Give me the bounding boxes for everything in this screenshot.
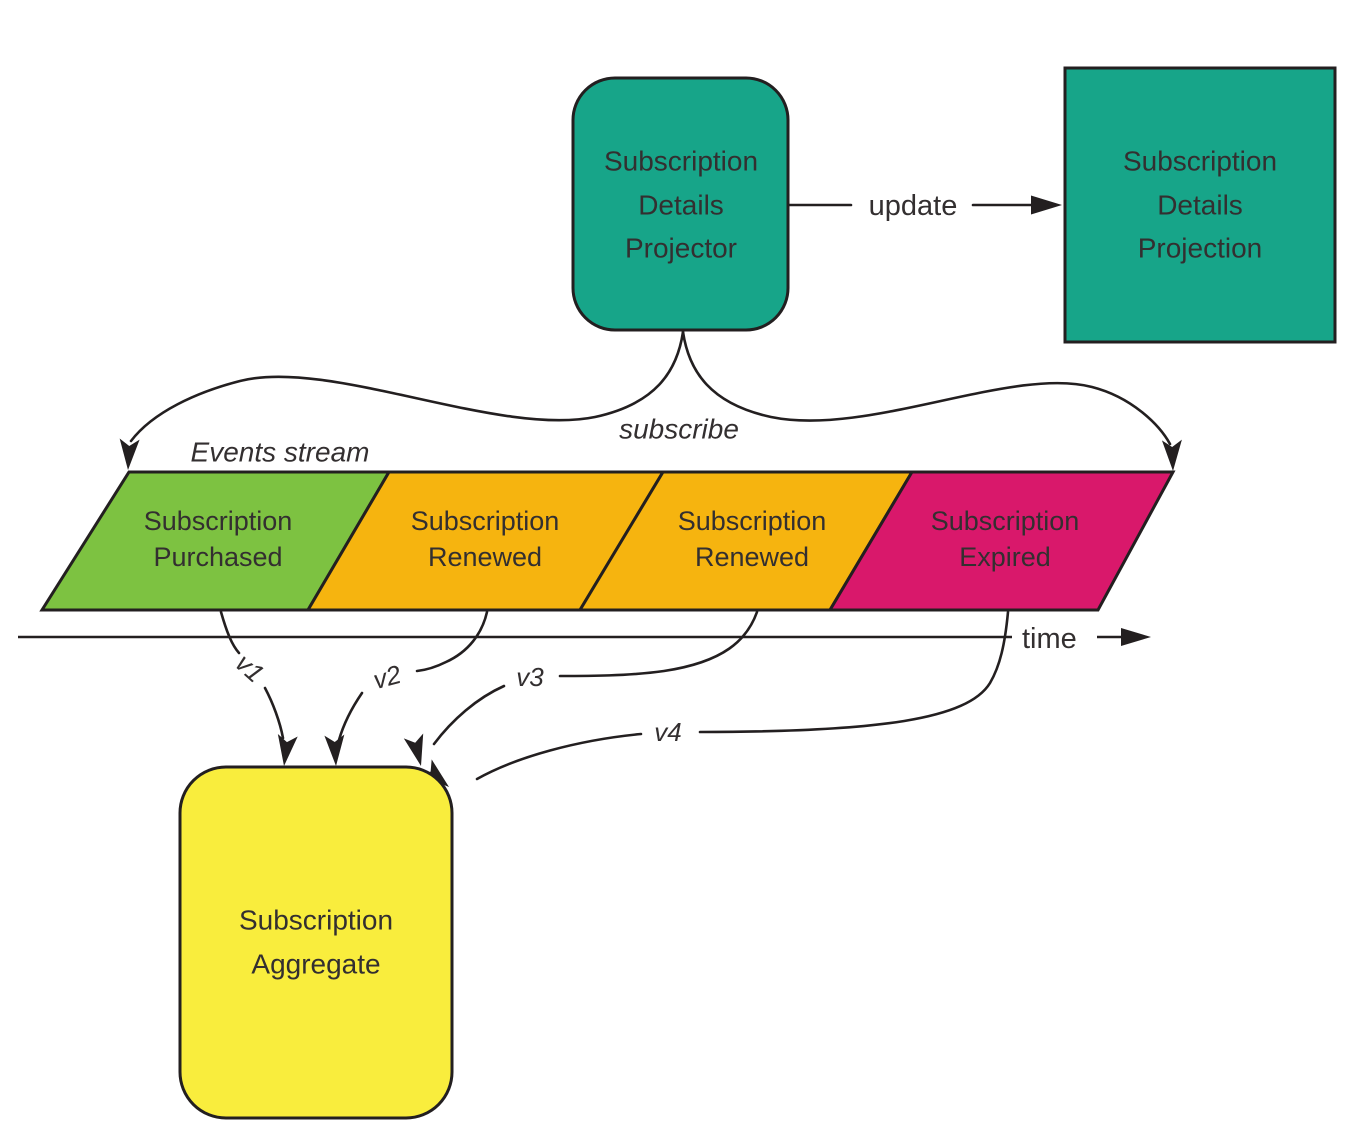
subscribe-arrow-right xyxy=(681,330,1172,446)
aggregate-box xyxy=(178,765,454,1120)
v3-arrow-segment-b xyxy=(432,684,506,746)
projector-label-line3: Projector xyxy=(625,233,737,264)
update-label: update xyxy=(869,190,958,222)
v2-arrow-segment-b xyxy=(337,691,364,742)
v2-arrow-segment-a xyxy=(415,610,489,673)
projector-node: Subscription Details Projector xyxy=(571,76,790,332)
event-renewed1-line2: Renewed xyxy=(428,542,542,572)
event-purchased-line2: Purchased xyxy=(153,542,282,572)
subscribe-label: subscribe xyxy=(619,414,739,445)
projection-box xyxy=(1063,66,1337,344)
aggregate-label-line1: Subscription xyxy=(239,905,393,936)
projection-label-line1: Subscription xyxy=(1123,146,1277,177)
aggregate-label-line2: Aggregate xyxy=(251,949,380,980)
v4-arrow-segment-a xyxy=(698,610,1010,734)
update-arrow: update xyxy=(787,190,1062,222)
v1-arrow-segment-a xyxy=(219,610,241,655)
event-expired-line2: Expired xyxy=(959,542,1051,572)
v2-label: v2 xyxy=(370,659,405,695)
time-arrowhead-icon xyxy=(1121,628,1151,646)
projector-box xyxy=(571,76,790,332)
v1-label: v1 xyxy=(230,648,270,689)
subscribe-left-arrowhead-icon xyxy=(119,438,140,470)
subscribe-right-arrowhead-icon xyxy=(1161,439,1182,471)
event-segment-expired xyxy=(827,470,1176,612)
event-renewed1-line1: Subscription xyxy=(411,506,560,536)
v3-arrow-segment-a xyxy=(558,610,759,678)
time-axis: time xyxy=(18,623,1151,655)
subscribe-arrow-left xyxy=(129,330,685,443)
update-arrowhead-icon xyxy=(1031,195,1062,215)
v2-arrowhead-icon xyxy=(324,734,345,766)
event-renewed2-line1: Subscription xyxy=(678,506,827,536)
projection-node: Subscription Details Projection xyxy=(1063,66,1337,344)
event-stream: Subscription Purchased Subscription Rene… xyxy=(39,470,1176,612)
event-purchased-line1: Subscription xyxy=(144,506,293,536)
projection-label-line2: Details xyxy=(1157,190,1243,221)
time-label: time xyxy=(1022,623,1077,655)
v4-arrow-segment-b xyxy=(475,732,643,781)
v4-label: v4 xyxy=(654,717,681,747)
event-renewed2-line2: Renewed xyxy=(695,542,809,572)
projector-label-line2: Details xyxy=(638,190,724,221)
v1-arrow-segment-b xyxy=(263,686,285,740)
projector-label-line1: Subscription xyxy=(604,146,758,177)
v1-arrowhead-icon xyxy=(277,734,298,766)
events-stream-label: Events stream xyxy=(191,437,370,468)
v3-arrowhead-icon xyxy=(403,733,424,766)
event-expired-line1: Subscription xyxy=(931,506,1080,536)
projection-label-line3: Projection xyxy=(1138,233,1263,264)
subscribe-arrows: subscribe xyxy=(119,330,1182,471)
v3-label: v3 xyxy=(516,662,544,692)
v4-arrowhead-icon xyxy=(418,759,449,787)
aggregate-node: Subscription Aggregate xyxy=(178,765,454,1120)
